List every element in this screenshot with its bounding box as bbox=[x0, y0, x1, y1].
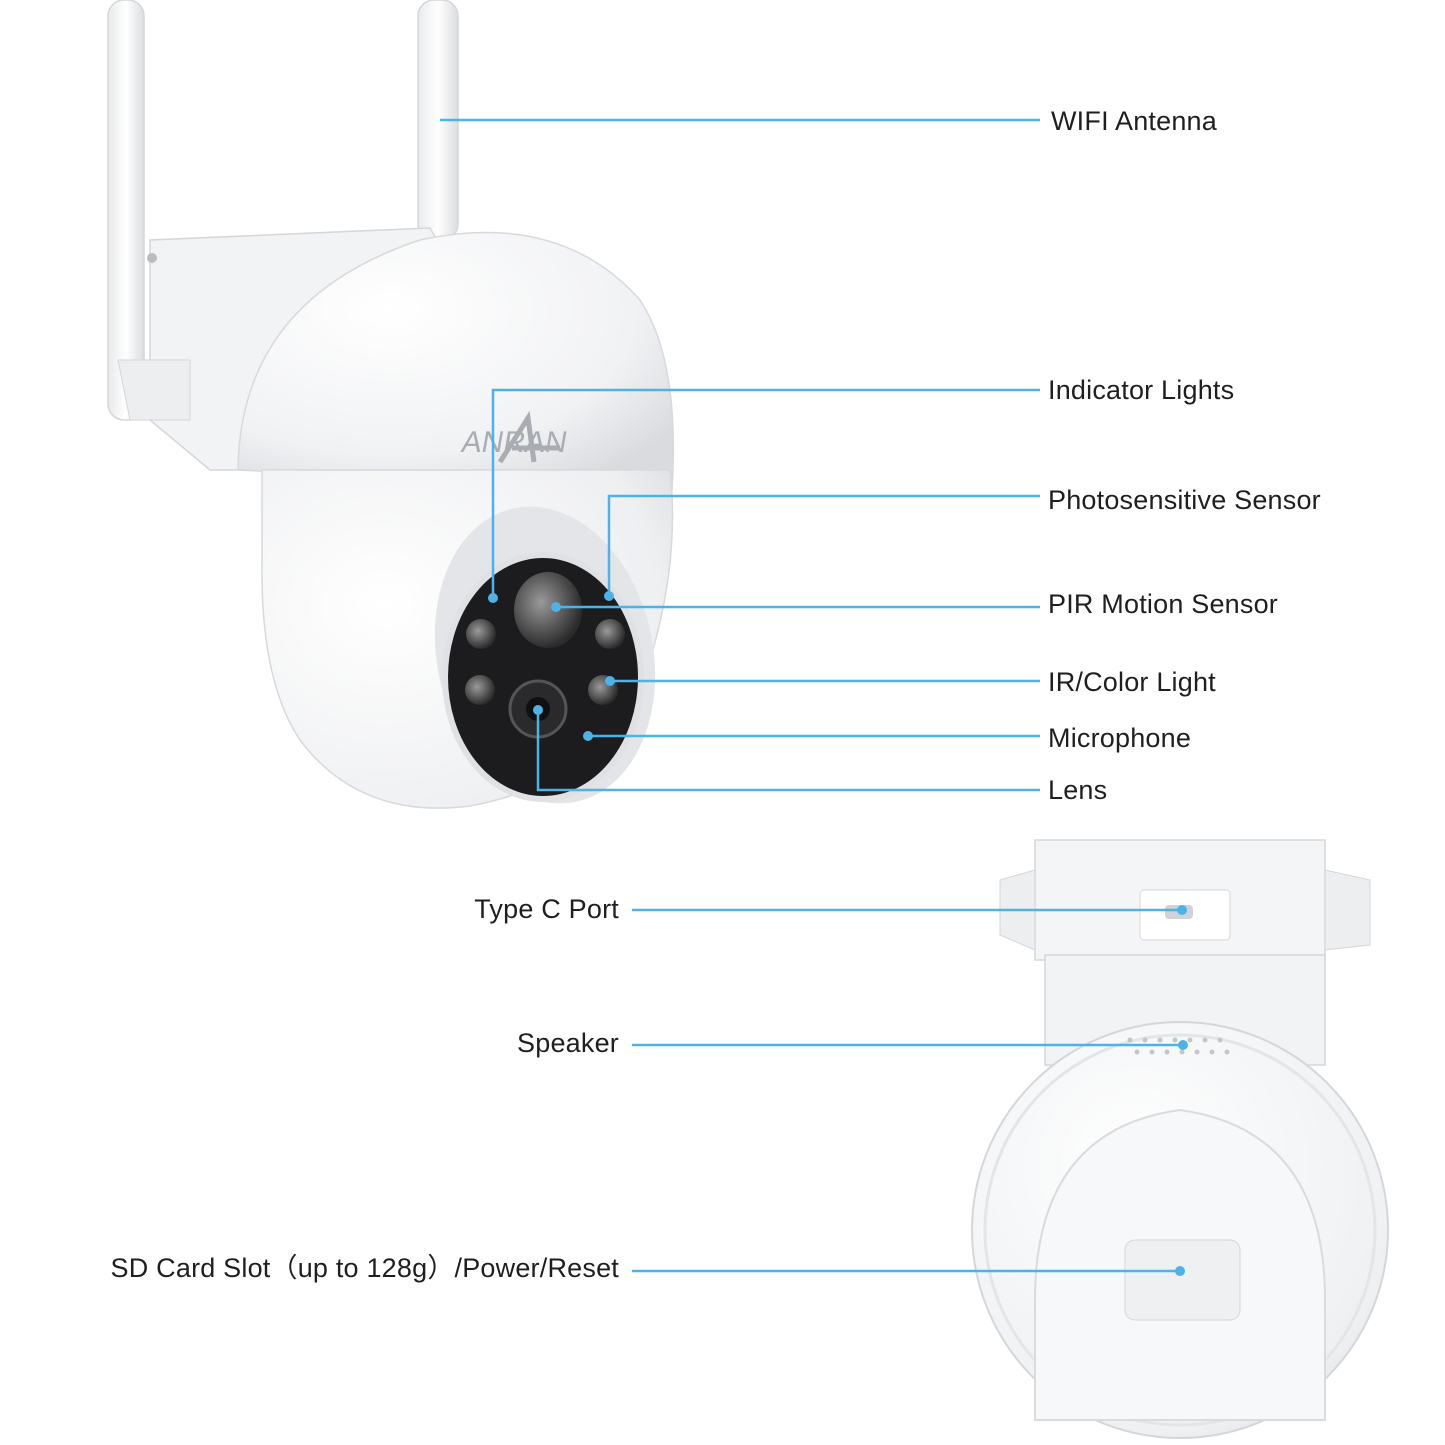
speaker-grille bbox=[1127, 1037, 1230, 1055]
callout-dots bbox=[488, 591, 1188, 1276]
label-microphone: Microphone bbox=[1048, 723, 1192, 753]
label-wifi-antenna: WIFI Antenna bbox=[1051, 106, 1217, 136]
leader-photosensitive-sensor bbox=[607, 494, 1040, 596]
back-camera bbox=[971, 839, 1389, 1439]
label-ir-color-light: IR/Color Light bbox=[1048, 667, 1216, 697]
label-lens: Lens bbox=[1048, 775, 1108, 805]
label-type-c-port: Type C Port bbox=[474, 894, 619, 924]
ir-led bbox=[466, 619, 496, 649]
leader-indicator-lights bbox=[491, 388, 1040, 598]
callout-lines bbox=[440, 118, 1183, 1273]
ir-led bbox=[595, 619, 625, 649]
label-speaker: Speaker bbox=[517, 1028, 619, 1058]
camera-dome bbox=[237, 231, 675, 491]
label-indicator-lights: Indicator Lights bbox=[1048, 375, 1235, 405]
anran-logo: ANRAN bbox=[459, 410, 570, 464]
left-antenna bbox=[107, 0, 145, 421]
leader-lens bbox=[536, 710, 1040, 792]
ir-led bbox=[465, 675, 495, 705]
label-pir-motion-sensor: PIR Motion Sensor bbox=[1048, 589, 1278, 619]
label-photosensitive-sensor: Photosensitive Sensor bbox=[1048, 485, 1321, 515]
sd-card-cover bbox=[1124, 1239, 1241, 1321]
label-sd-card-slot: SD Card Slot（up to 128g）/Power/Reset bbox=[110, 1253, 619, 1283]
svg-text:ANRAN: ANRAN bbox=[459, 426, 570, 459]
front-camera: ANRAN bbox=[107, 0, 675, 809]
pir-sensor bbox=[514, 572, 582, 648]
